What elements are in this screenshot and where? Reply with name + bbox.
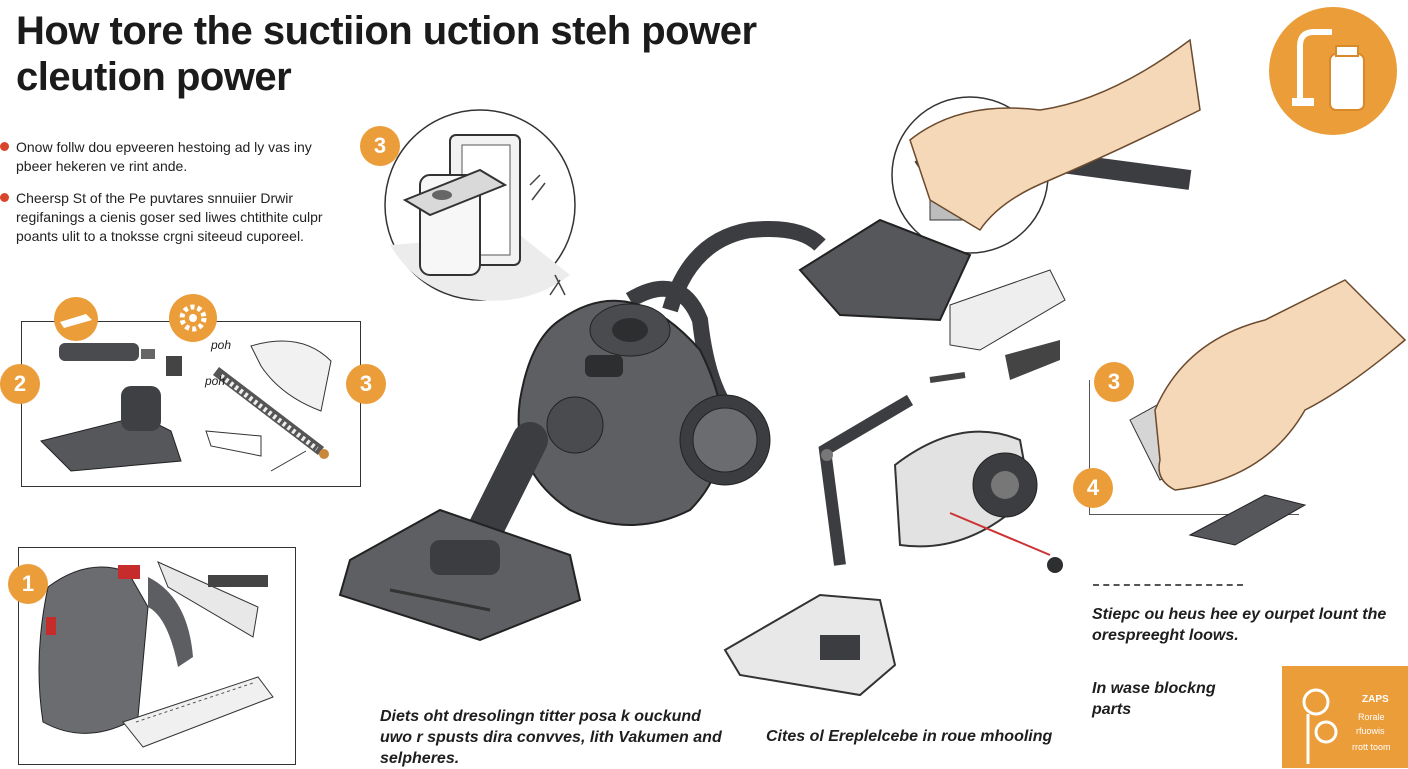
corner-logo-mark	[1302, 688, 1338, 764]
bottom-middle-caption: Cites ol Ereplelcebe in roue mhooling	[766, 728, 1053, 745]
bottle-icon	[1269, 7, 1397, 135]
label-poh-2: poh	[205, 374, 226, 388]
nozzle-icon	[54, 297, 98, 341]
title-line-2: cleution power	[16, 55, 292, 99]
bullet-dot	[0, 142, 9, 151]
bullet-dot	[0, 193, 9, 202]
corner-logo: ZAPS Rorale rfuowis rrott toom	[1282, 666, 1408, 768]
step-badge-right-3: 3	[1094, 362, 1134, 402]
handheld-illustration	[38, 561, 274, 748]
bullet-item-2: Cheersp St of the Pe puvtares snnuiier D…	[0, 189, 351, 246]
corner-logo-line2: Rorale	[1358, 712, 1385, 722]
bullet-text-1: Onow follw dou epveeren hestoing ad ly v…	[16, 139, 312, 174]
hand-filter-illustration	[1129, 279, 1407, 546]
step-badge-mid: 3	[346, 364, 386, 404]
bottom-left-caption: Diets oht dresolingn titter posa k oucku…	[380, 708, 722, 767]
hand-hose-illustration	[798, 38, 1201, 322]
label-poh-1: poh	[211, 338, 232, 352]
bullet-text-2: Cheersp St of the Pe puvtares snnuiier D…	[16, 190, 323, 244]
dust-container-illustration	[384, 109, 576, 301]
dashed-separator	[1093, 584, 1243, 586]
page-title: How tore the suctiion uction steh power …	[16, 8, 757, 100]
gear-icon	[169, 294, 217, 342]
divider-horizontal	[1089, 514, 1299, 516]
accessories-illustration	[40, 340, 332, 472]
parts-cluster-illustration	[723, 269, 1066, 697]
corner-logo-line4: rrott toom	[1352, 742, 1391, 752]
step-badge-bottom: 1	[8, 564, 48, 604]
corner-logo-line1: ZAPS	[1362, 694, 1389, 705]
corner-logo-line3: rfuowis	[1356, 726, 1385, 736]
bullet-item-1: Onow follw dou epveeren hestoing ad ly v…	[0, 138, 351, 176]
title-line-1: How tore the suctiion uction steh power	[16, 9, 757, 53]
step-badge-right-4: 4	[1073, 468, 1113, 508]
step-badge-left: 2	[0, 364, 40, 404]
right-blocking-caption: In wase blockng parts	[1092, 680, 1216, 718]
divider-vertical	[1089, 380, 1091, 514]
right-steps-caption: Stiepc ou heus hee ey ourpet lount the o…	[1092, 606, 1387, 644]
step-badge-top: 3	[360, 126, 400, 166]
vacuum-cleaner-illustration	[338, 221, 826, 642]
